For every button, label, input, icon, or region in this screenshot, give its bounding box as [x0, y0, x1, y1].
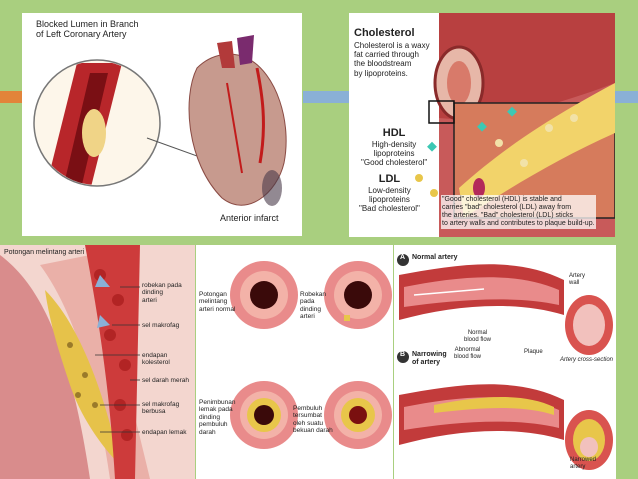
cross-section-title: Potongan melintang arteri	[4, 249, 84, 257]
badge-a: A	[400, 254, 405, 262]
blue-accent-bar-right	[614, 91, 638, 103]
cholesterol-title: Cholesterol	[354, 27, 415, 40]
ring-clot	[324, 381, 392, 449]
cross-section-label: Artery cross-section	[560, 357, 613, 364]
cross-section-panel: Potongan melintang arteri robekan pada d…	[0, 245, 195, 479]
artery-rings-illustration	[196, 245, 393, 479]
orange-accent-bar	[0, 91, 22, 103]
heart-illustration	[22, 13, 302, 236]
plaque-label: Plaque	[524, 349, 543, 356]
blue-accent-bar	[303, 91, 355, 103]
label-makrofag: sel makrofag	[142, 322, 179, 329]
ring-torn	[324, 261, 392, 329]
ring-fat	[230, 381, 298, 449]
infarct-label: Anterior infarct	[220, 213, 279, 223]
heart-caption: Blocked Lumen in Branch of Left Coronary…	[36, 19, 139, 40]
label-darah-merah: sel darah merah	[142, 377, 189, 384]
heart-panel: Blocked Lumen in Branch of Left Coronary…	[22, 13, 302, 236]
label-lemak: endapan lemak	[142, 429, 186, 436]
normal-artery-title: Normal artery	[412, 254, 458, 262]
badge-b: B	[400, 351, 405, 359]
label-kolesterol: endapan kolesterol	[142, 352, 195, 367]
ring-normal	[230, 261, 298, 329]
